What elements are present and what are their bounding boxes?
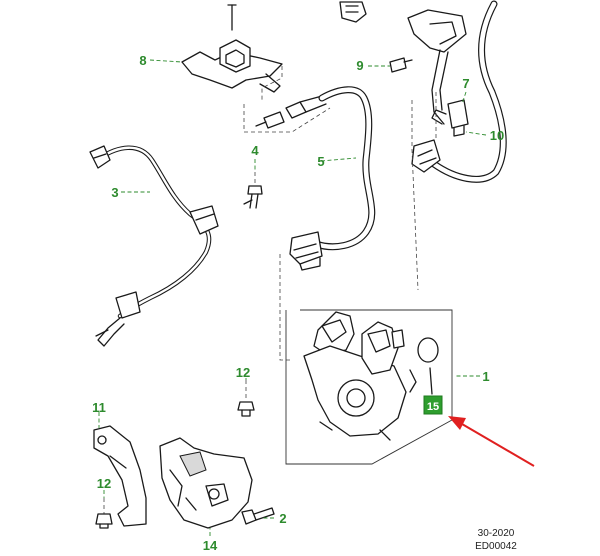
callout-4: 4 <box>251 143 259 158</box>
bolt-12-lower <box>95 498 113 529</box>
callout-2: 2 <box>279 511 286 526</box>
callout-5: 5 <box>317 154 324 169</box>
red-pointer-arrow <box>448 416 535 467</box>
callout-15: 15 <box>427 401 439 413</box>
fuel-hose-5 <box>289 86 376 271</box>
pump-support-bracket-14 <box>159 437 253 529</box>
clamp-bracket-assembly <box>181 1 367 100</box>
callout-7: 7 <box>462 76 469 91</box>
fuel-pump-assembly <box>303 311 439 441</box>
callout-1: 1 <box>482 369 489 384</box>
assembly-frame <box>279 254 453 465</box>
callout-9: 9 <box>356 58 363 73</box>
high-pressure-pipe-3 <box>89 145 219 347</box>
fuel-return-hose <box>389 0 507 291</box>
section-reference: 30-2020 <box>478 528 515 539</box>
callout-11: 11 <box>92 400 106 415</box>
callout-3: 3 <box>111 185 118 200</box>
callout-12-upper: 12 <box>236 365 250 380</box>
drawing-id: ED00042 <box>475 541 517 552</box>
callout-12-lower: 12 <box>97 476 111 491</box>
callout-8: 8 <box>139 53 146 68</box>
mounting-bracket-11 <box>93 425 147 527</box>
bolt-4 <box>243 172 263 209</box>
callout-14: 14 <box>203 538 218 553</box>
bolt-2 <box>241 507 275 525</box>
callout-leaders <box>98 59 487 536</box>
fuel-feed-union <box>243 95 331 133</box>
bolt-12-upper <box>237 380 255 417</box>
callout-15-highlight-box <box>423 395 443 415</box>
callout-10: 10 <box>490 128 504 143</box>
